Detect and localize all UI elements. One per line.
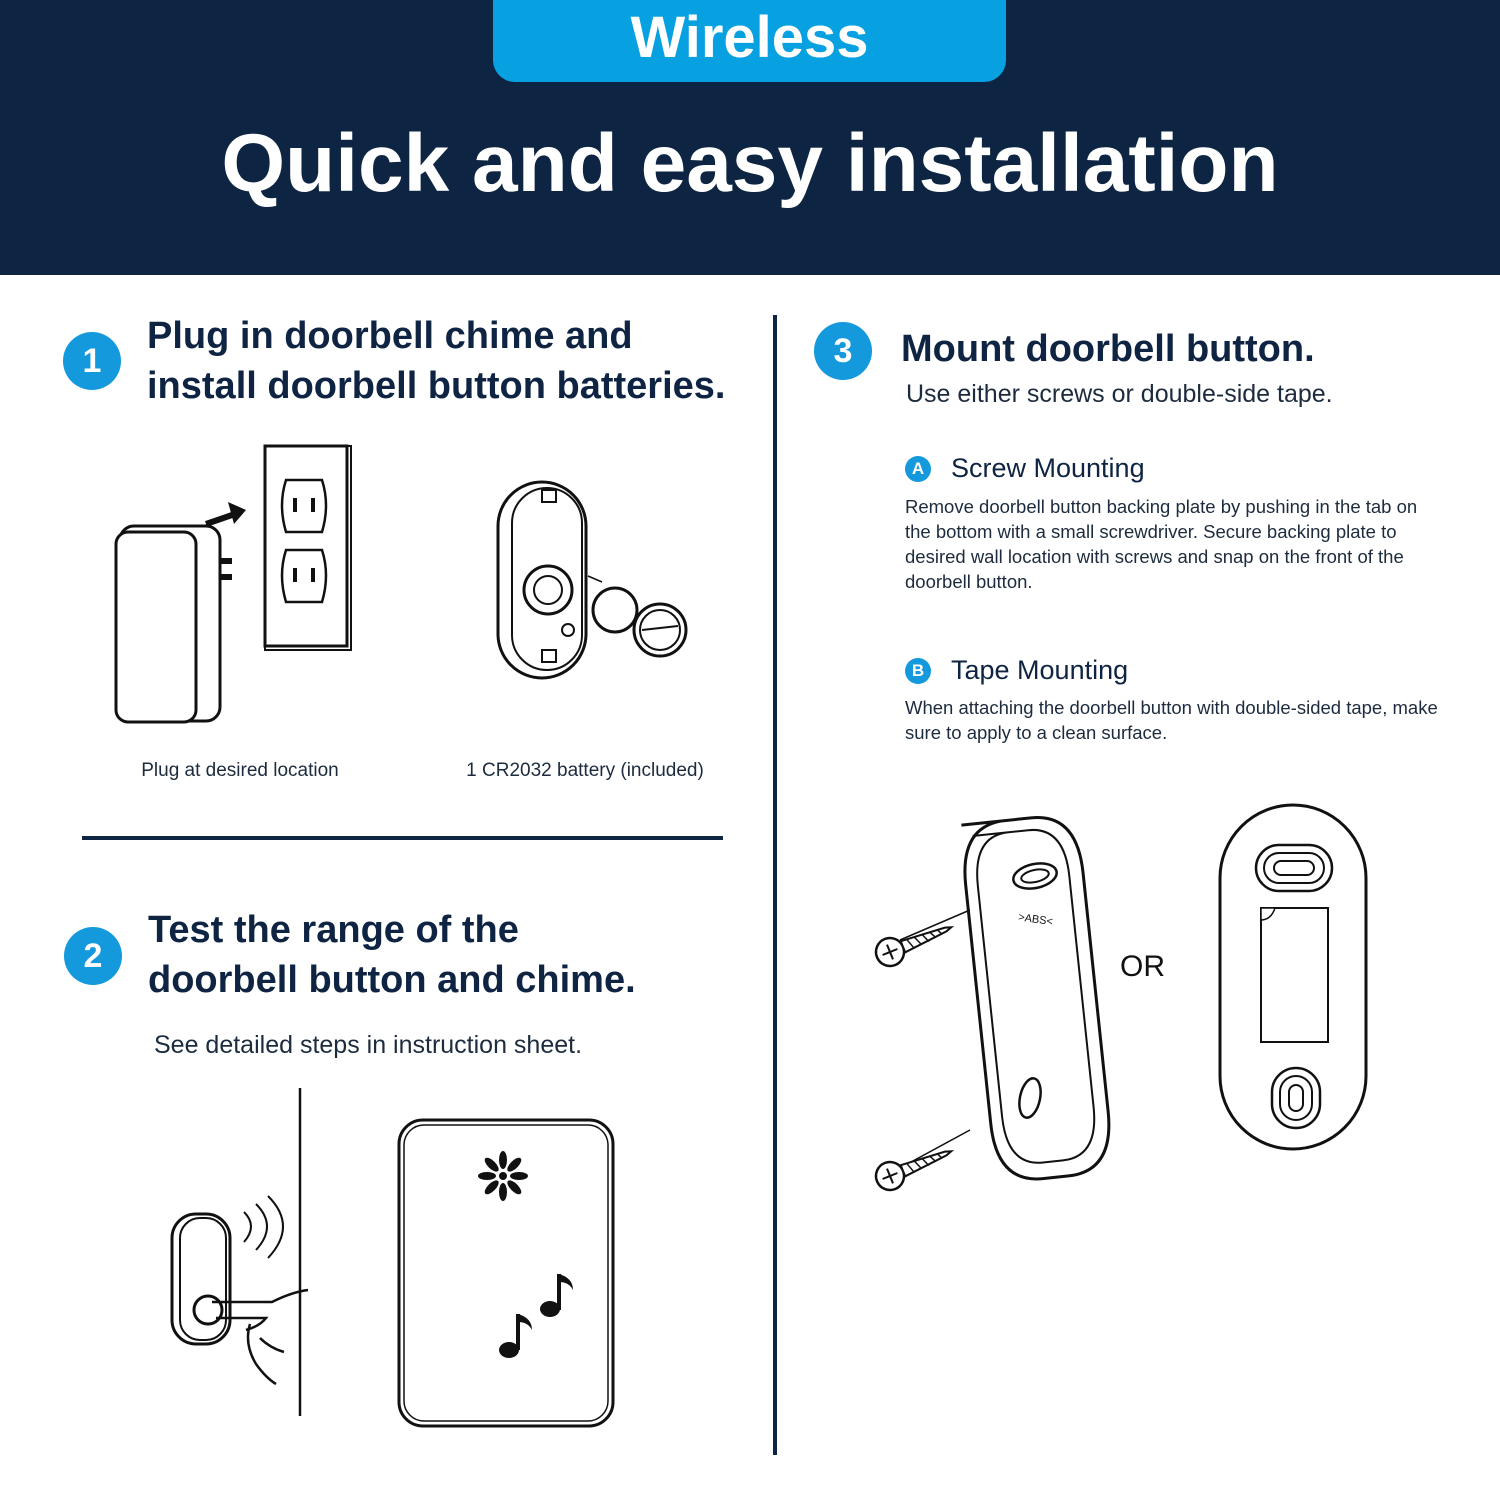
chime-music-illustration (397, 1118, 615, 1428)
step-2-subtitle: See detailed steps in instruction sheet. (154, 1031, 583, 1059)
page-title: Quick and easy installation (221, 118, 1279, 209)
step-3-subtitle: Use either screws or double-side tape. (906, 380, 1333, 408)
step-3-number: 3 (814, 322, 872, 380)
button-press-illustration (170, 1088, 309, 1416)
screw-mounting-label: Screw Mounting (951, 453, 1145, 483)
step-2-title-line1: Test the range of the (148, 909, 519, 951)
option-a-badge: A (905, 455, 931, 482)
or-label: OR (1120, 950, 1165, 983)
step-1-number: 1 (63, 332, 121, 390)
battery-illustration (496, 480, 688, 680)
step-1-title-line1: Plug in doorbell chime and (147, 315, 633, 357)
plug-caption: Plug at desired location (141, 760, 339, 781)
plug-chime-illustration (114, 444, 352, 724)
tape-mounting-label: Tape Mounting (951, 655, 1129, 685)
step-1-title-line2: install doorbell button batteries. (147, 365, 726, 407)
screw-mounting-heading: A Screw Mounting (905, 453, 1145, 484)
tape-mount-illustration (1218, 803, 1368, 1151)
header-banner: Wireless Quick and easy installation (0, 0, 1500, 275)
step-3-title: Mount doorbell button. (901, 328, 1315, 370)
step-2-number: 2 (64, 927, 122, 985)
horizontal-divider (82, 836, 723, 840)
vertical-divider (773, 315, 777, 1455)
battery-caption: 1 CR2032 battery (included) (466, 760, 704, 781)
plate-marking: >ABS< (1017, 911, 1053, 928)
screw-mounting-body: Remove doorbell button backing plate by … (905, 496, 1418, 592)
wireless-tag: Wireless (493, 0, 1006, 82)
screw-mount-illustration: >ABS< (874, 816, 1111, 1192)
step-2-title-line2: doorbell button and chime. (148, 959, 636, 1001)
option-b-badge: B (905, 657, 931, 684)
tape-mounting-heading: B Tape Mounting (905, 655, 1128, 686)
tape-mounting-body: When attaching the doorbell button with … (905, 697, 1438, 743)
